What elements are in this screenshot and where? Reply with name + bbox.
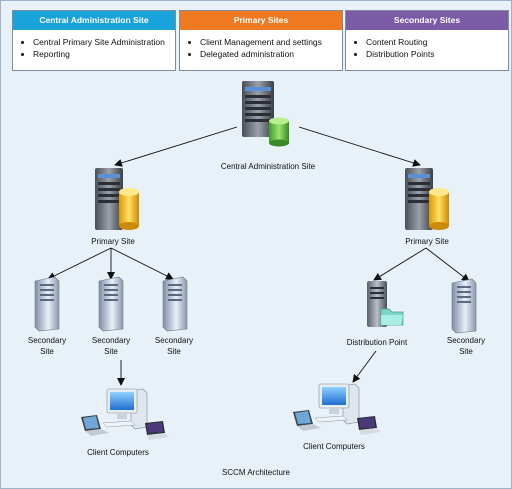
arrow-primary-to-secondary-1 bbox=[47, 247, 112, 280]
legend-box-secondary: Secondary Sites Content Routing Distribu… bbox=[345, 10, 509, 71]
secondary-2-label-line2: Site bbox=[104, 347, 118, 356]
distribution-point-label: Distribution Point bbox=[346, 338, 408, 347]
diagram-caption: SCCM Architecture bbox=[221, 468, 291, 477]
legend-title-primary: Primary Sites bbox=[180, 11, 342, 30]
legend-item: Delegated administration bbox=[200, 48, 342, 60]
legend-item: Content Routing bbox=[366, 36, 508, 48]
secondary-3-server-icon bbox=[162, 276, 188, 332]
legend-item: Reporting bbox=[33, 48, 175, 60]
primary-left-server-icon bbox=[95, 168, 139, 230]
primary-left-label: Primary Site bbox=[91, 237, 135, 246]
secondary-2-server-icon bbox=[98, 276, 124, 332]
legend-title-secondary: Secondary Sites bbox=[346, 11, 508, 30]
legend-list-primary: Client Management and settings Delegated… bbox=[180, 36, 342, 60]
primary-right-label: Primary Site bbox=[405, 237, 449, 246]
legend-box-primary: Primary Sites Client Management and sett… bbox=[179, 10, 343, 71]
secondary-3-label-line1: Secondary bbox=[154, 336, 194, 345]
folder-icon bbox=[380, 308, 404, 326]
secondary-4-label-line2: Site bbox=[459, 347, 473, 356]
arrow-primary-to-secondary-3 bbox=[110, 247, 174, 280]
secondary-1-label-line1: Secondary bbox=[27, 336, 67, 345]
legend-item: Distribution Points bbox=[366, 48, 508, 60]
database-icon bbox=[269, 117, 289, 147]
secondary-4-server-icon bbox=[451, 278, 477, 334]
arrow-distribution-to-clients bbox=[352, 350, 377, 383]
legend-list-secondary: Content Routing Distribution Points bbox=[346, 36, 508, 60]
clients-left-label: Client Computers bbox=[87, 448, 149, 457]
cas-label: Central Administration Site bbox=[220, 162, 316, 171]
legend-box-cas: Central Administration Site Central Prim… bbox=[12, 10, 176, 71]
arrow-cas-to-primary-right bbox=[298, 126, 421, 167]
legend-title-cas: Central Administration Site bbox=[13, 11, 175, 30]
client-computers-left-icon bbox=[81, 388, 169, 440]
legend-item: Client Management and settings bbox=[200, 36, 342, 48]
primary-right-server-icon bbox=[405, 168, 449, 230]
arrow-cas-to-primary-left bbox=[114, 126, 238, 167]
secondary-4-label-line1: Secondary bbox=[446, 336, 486, 345]
secondary-3-label-line2: Site bbox=[167, 347, 181, 356]
client-computers-right-icon bbox=[293, 383, 381, 435]
legend-list-cas: Central Primary Site Administration Repo… bbox=[13, 36, 175, 60]
arrow-primary-to-distribution bbox=[373, 247, 427, 281]
distribution-point-server-icon bbox=[367, 281, 404, 327]
secondary-1-label-line2: Site bbox=[40, 347, 54, 356]
arrow-primary-to-secondary-4 bbox=[425, 247, 470, 282]
secondary-1-server-icon bbox=[34, 276, 60, 332]
secondary-2-label-line1: Secondary bbox=[91, 336, 131, 345]
legend-item: Central Primary Site Administration bbox=[33, 36, 175, 48]
cas-server-icon bbox=[242, 81, 289, 147]
clients-right-label: Client Computers bbox=[303, 442, 365, 451]
